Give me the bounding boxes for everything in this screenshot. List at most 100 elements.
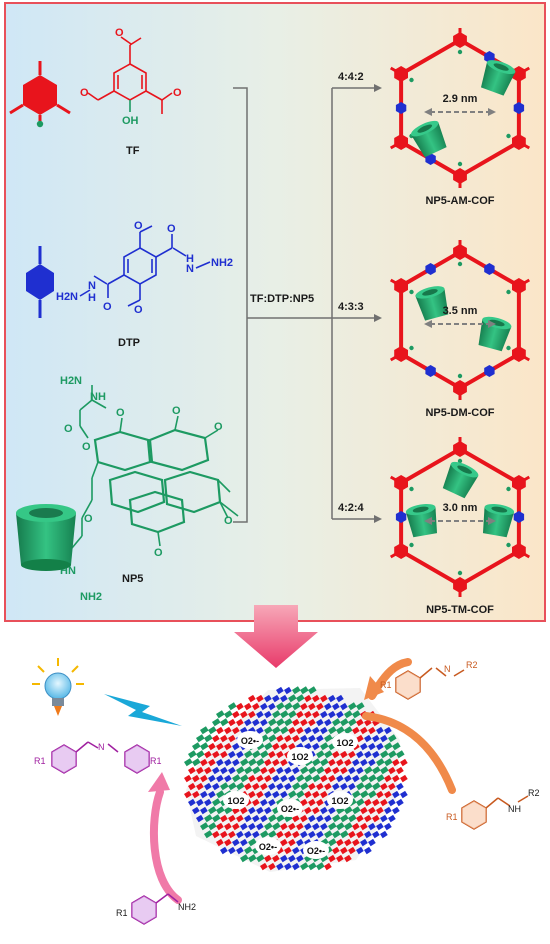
cof-name-label: NP5-AM-COF (425, 195, 494, 207)
dtp-node (484, 365, 495, 377)
stack-block (251, 702, 260, 711)
stack-block (231, 758, 240, 767)
stack-block (268, 702, 276, 711)
stack-block (284, 830, 292, 839)
stack-block (228, 814, 236, 823)
stack-block (244, 782, 252, 791)
stack-block (264, 758, 272, 767)
stack-block (360, 806, 368, 815)
stack-block (328, 694, 336, 703)
dtp-node (513, 102, 525, 114)
stack-block (280, 854, 288, 863)
stack-block (292, 862, 300, 871)
stack-block (288, 822, 296, 831)
stack-block (264, 806, 272, 815)
branch-ratio-2: 4:3:3 (338, 301, 364, 313)
stack-block (207, 806, 217, 815)
stack-block (343, 726, 353, 735)
stack-block (203, 734, 213, 743)
stack-block (331, 830, 341, 839)
stack-block (320, 726, 328, 735)
stack-block (199, 806, 208, 815)
stack-block (231, 838, 240, 847)
stack-block (384, 774, 392, 783)
np5-methoxy-o-5: O (154, 547, 163, 559)
dtp-hydrazide-right-nh: H (186, 253, 194, 265)
stack-block (388, 814, 396, 823)
np5-top-nh: NH (90, 391, 106, 403)
stack-block (280, 774, 288, 783)
stack-block (332, 702, 340, 711)
oxidation-arrow-left (150, 788, 182, 904)
stack-block (348, 830, 356, 839)
stack-block (328, 806, 336, 815)
stack-block (199, 822, 209, 831)
dtp-hydrazide-right-n: N (186, 263, 194, 275)
pore-size-label: 3.5 nm (443, 305, 478, 317)
stack-block (327, 726, 337, 735)
stack-block (207, 790, 216, 799)
stack-block (300, 766, 309, 775)
stack-block (227, 750, 236, 759)
stack-block (380, 766, 389, 775)
stack-block (356, 734, 364, 743)
bottom-amine-ring-fill (132, 896, 156, 924)
stack-block (216, 710, 225, 719)
hydroxyl-dot (506, 289, 511, 295)
stack-block (324, 718, 332, 727)
stack-block (231, 822, 240, 831)
stack-block (191, 774, 200, 783)
stack-block (295, 774, 305, 783)
stack-block (292, 718, 300, 727)
hydroxyl-dot (506, 486, 511, 492)
stack-block (339, 846, 348, 855)
stack-block (296, 838, 304, 847)
stack-block (336, 694, 344, 703)
stack-block (239, 854, 249, 863)
cof-linker (458, 447, 520, 485)
stack-block (307, 862, 317, 871)
stack-block (219, 766, 228, 775)
stack-block (268, 718, 277, 727)
stack-block (352, 838, 360, 847)
stack-block (384, 726, 392, 735)
stack-block (264, 710, 272, 719)
stack-block (215, 774, 224, 783)
stack-block (296, 694, 305, 703)
stack-block (260, 782, 268, 791)
tf-node (512, 346, 526, 362)
stack-block (279, 710, 289, 719)
stack-block (300, 814, 308, 823)
stack-pore (277, 799, 303, 817)
stack-block (219, 718, 229, 727)
stack-block (239, 726, 248, 735)
dtp-hydrazide-right-bond (195, 261, 211, 269)
stack-block (388, 750, 397, 759)
stack-block (348, 718, 357, 727)
stack-block (215, 726, 224, 735)
ros-label: 1O2 (331, 796, 348, 806)
stack-block (348, 846, 356, 855)
stack-block (211, 798, 221, 807)
stack-block (311, 774, 321, 783)
stack-block (319, 710, 328, 719)
stack-block (199, 758, 208, 767)
stack-block (251, 766, 261, 775)
stack-block (368, 838, 376, 847)
stack-block (216, 758, 224, 767)
bottom-amine-nh2: NH2 (178, 902, 196, 912)
stack-block (276, 830, 284, 839)
stack-block (392, 774, 400, 783)
stack-block (255, 822, 264, 831)
stack-block (364, 718, 372, 727)
stack-block (196, 814, 204, 823)
stack-block (380, 782, 388, 791)
stack-block (396, 798, 404, 807)
stack-block (344, 838, 352, 847)
stack-block (244, 830, 252, 839)
stack-block (291, 702, 301, 711)
stack-block (268, 782, 276, 791)
stack-block (356, 830, 364, 839)
stack-block (299, 782, 309, 791)
stack-block (219, 846, 228, 855)
